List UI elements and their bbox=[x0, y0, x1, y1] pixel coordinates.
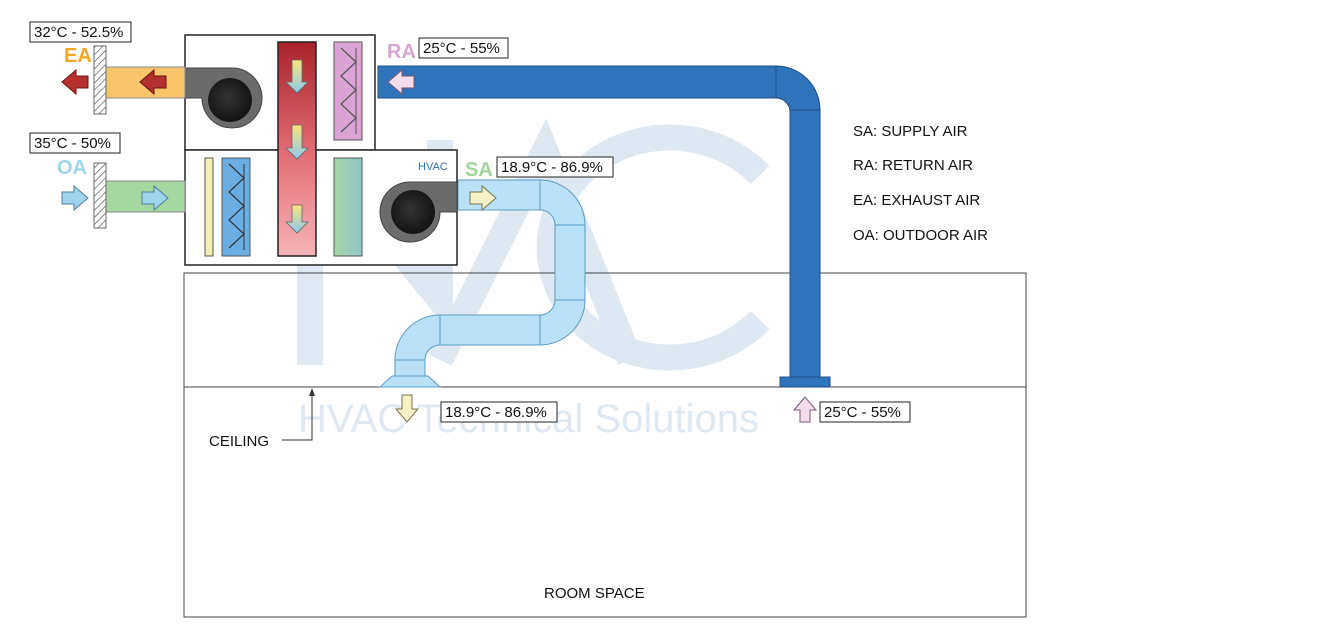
oa-condition-box: 35°C - 50% bbox=[29, 132, 121, 154]
ea-condition: 32°C - 52.5% bbox=[34, 24, 123, 41]
ra-tag: RA bbox=[387, 41, 416, 63]
outdoor-louver bbox=[93, 162, 107, 229]
return-air-duct bbox=[377, 65, 831, 388]
return-arrow-icon bbox=[387, 68, 415, 96]
diffuser-condition-box: 18.9°C - 86.9% bbox=[440, 401, 558, 423]
exhaust-fan-icon bbox=[184, 67, 263, 129]
oa-condition: 35°C - 50% bbox=[34, 135, 111, 152]
return-grille-arrow-icon bbox=[792, 396, 818, 423]
sa-tag: SA bbox=[465, 159, 493, 181]
return-grille-condition-box: 25°C - 55% bbox=[819, 401, 911, 423]
main-filter-icon bbox=[221, 157, 251, 257]
exhaust-louver bbox=[93, 45, 107, 115]
ea-tag: EA bbox=[64, 45, 92, 67]
diffuser-condition: 18.9°C - 86.9% bbox=[445, 404, 547, 421]
ceiling-leader-arrow-icon bbox=[309, 388, 315, 396]
room-space-label: ROOM SPACE bbox=[544, 585, 645, 602]
ra-condition: 25°C - 55% bbox=[423, 40, 500, 57]
supply-air-duct bbox=[378, 179, 586, 388]
ra-condition-box: 25°C - 55% bbox=[418, 37, 509, 59]
sa-condition: 18.9°C - 86.9% bbox=[501, 159, 603, 176]
supply-arrow-icon bbox=[469, 184, 497, 212]
ea-condition-box: 32°C - 52.5% bbox=[29, 21, 132, 43]
sa-condition-box: 18.9°C - 86.9% bbox=[496, 156, 614, 178]
return-filter-icon bbox=[333, 41, 363, 141]
supply-fan-icon bbox=[379, 181, 458, 243]
cooling-coil bbox=[333, 157, 363, 257]
legend: SA: SUPPLY AIR RA: RETURN AIR EA: EXHAUS… bbox=[853, 123, 988, 244]
legend-item-return: RA: RETURN AIR bbox=[853, 157, 973, 174]
return-grille-condition: 25°C - 55% bbox=[824, 404, 901, 421]
room-outline bbox=[183, 272, 1027, 618]
pre-filter bbox=[204, 157, 214, 257]
oa-tag: OA bbox=[57, 157, 87, 179]
heat-exchanger-icon bbox=[277, 41, 317, 257]
return-air-grille bbox=[779, 376, 831, 388]
supply-diffuser bbox=[378, 375, 442, 388]
ceiling-label: CEILING bbox=[209, 433, 269, 450]
legend-item-exhaust: EA: EXHAUST AIR bbox=[853, 192, 980, 209]
exhaust-arrow-icon bbox=[61, 68, 167, 96]
ceiling-leader-line bbox=[282, 393, 313, 441]
ahu-logo: HVAC bbox=[418, 161, 448, 173]
legend-item-supply: SA: SUPPLY AIR bbox=[853, 123, 968, 140]
outdoor-arrow-icon bbox=[61, 184, 169, 212]
diffuser-arrow-icon bbox=[394, 394, 420, 423]
legend-item-outdoor: OA: OUTDOOR AIR bbox=[853, 227, 988, 244]
